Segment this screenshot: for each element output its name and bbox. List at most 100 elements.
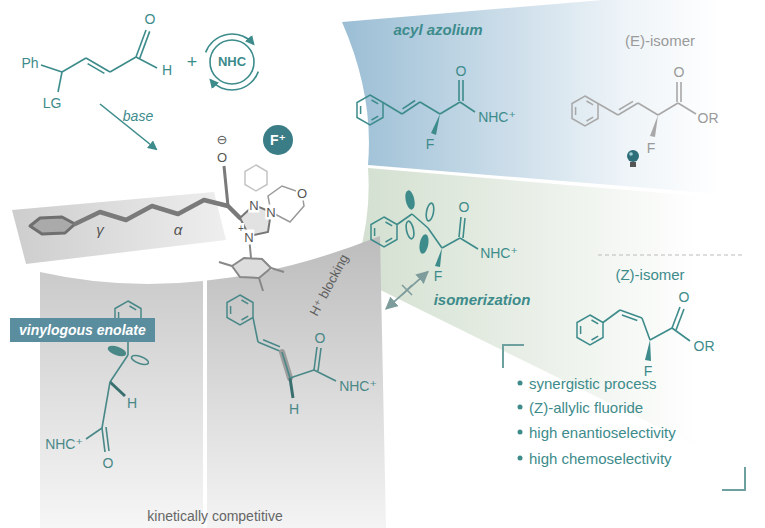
light-icon bbox=[627, 150, 639, 162]
atom-label: H bbox=[127, 396, 137, 410]
e-isomer-structure bbox=[680, 82, 682, 102]
circle-outline bbox=[210, 40, 254, 84]
starting-material bbox=[140, 31, 150, 58]
atom-label: N bbox=[243, 230, 254, 245]
summary-bullets bbox=[518, 456, 523, 461]
summary-bracket bbox=[722, 467, 745, 490]
atom-label: H bbox=[289, 402, 299, 416]
isomer-label: (Z)-isomer bbox=[615, 267, 684, 282]
atom-label: H bbox=[162, 62, 172, 78]
pathway-band: isomerization bbox=[428, 168, 745, 312]
feature-item: high chemoselectivity bbox=[529, 451, 672, 466]
catalyst-cycle-arrows bbox=[206, 34, 259, 90]
enolate-model bbox=[75, 200, 240, 224]
atom-label: N bbox=[265, 206, 276, 219]
enolate-model bbox=[12, 165, 304, 291]
band-fill bbox=[207, 236, 386, 528]
atom-label: O bbox=[674, 65, 685, 79]
reagent-circle: F⁺ bbox=[263, 125, 293, 155]
atom-label: OR bbox=[694, 338, 715, 354]
atom-label: O bbox=[315, 331, 326, 345]
node-text: H⁺ blocking bbox=[308, 252, 353, 319]
atom-label: O bbox=[315, 330, 326, 346]
atom-label: OR bbox=[694, 339, 715, 353]
position-label: γ bbox=[96, 221, 104, 238]
atom-label: Ph bbox=[21, 56, 38, 70]
starting-material bbox=[41, 30, 157, 92]
isomer-label: (E)-isomer bbox=[625, 33, 695, 48]
atom-label: Ph bbox=[21, 55, 38, 71]
atom-label: NHC⁺ bbox=[480, 245, 518, 261]
starting-material bbox=[58, 72, 62, 92]
feature-item: high enantioselectivity bbox=[529, 425, 676, 440]
light-icon bbox=[629, 152, 633, 156]
atom-label: N bbox=[248, 199, 259, 212]
band-fill bbox=[342, 0, 745, 196]
acyl-azolium-structure bbox=[462, 80, 464, 101]
node-text: vinylogous enolate bbox=[19, 322, 146, 338]
blocking-panel: H⁺ blocking bbox=[207, 236, 386, 506]
atom-label: O bbox=[679, 290, 690, 304]
reagent-label: base bbox=[123, 108, 153, 124]
atom-label: O bbox=[145, 12, 156, 26]
atom-label: O bbox=[674, 64, 685, 80]
position-label: α bbox=[174, 222, 183, 237]
feature-item: high chemoselectivity bbox=[529, 450, 672, 467]
reagent-label: base bbox=[123, 109, 153, 123]
atom-label: O bbox=[456, 64, 467, 78]
atom-label: H bbox=[127, 395, 137, 411]
feature-item: synergistic process bbox=[529, 376, 657, 391]
atom-label: O bbox=[103, 456, 114, 470]
atom-label: F bbox=[426, 136, 435, 152]
summary-bullets bbox=[518, 430, 523, 435]
feature-item: synergistic process bbox=[529, 375, 657, 392]
band-fill bbox=[352, 168, 745, 470]
node-text: kinetically competitive bbox=[147, 508, 282, 524]
plus-sign: + bbox=[187, 52, 198, 72]
atom-label: F bbox=[426, 137, 435, 151]
band-fill bbox=[40, 272, 203, 528]
atom-label: NHC⁺ bbox=[45, 437, 83, 451]
circle-fill bbox=[263, 125, 293, 155]
atom-label: O bbox=[459, 200, 470, 214]
starting-material bbox=[62, 58, 86, 72]
atom-label: F bbox=[647, 140, 656, 156]
atom-label: F bbox=[647, 141, 656, 155]
atom-label: H bbox=[289, 401, 299, 417]
atom-label: O bbox=[103, 455, 114, 471]
enolate-model bbox=[224, 166, 228, 206]
atom-label: NHC⁺ bbox=[339, 378, 377, 394]
position-label: α bbox=[174, 221, 183, 238]
catalyst-circle: NHC bbox=[209, 39, 255, 85]
atom-label: N bbox=[248, 198, 259, 213]
isomer-label: (Z)-isomer bbox=[615, 266, 684, 283]
atom-label: OR bbox=[698, 110, 719, 126]
summary-bullets bbox=[518, 405, 523, 410]
atom-label: ⊖ bbox=[216, 132, 229, 147]
node-text: F⁺ bbox=[270, 132, 286, 148]
position-label: γ bbox=[96, 222, 104, 237]
acyl-azolium-structure bbox=[458, 80, 460, 101]
e-isomer-structure bbox=[676, 82, 678, 102]
atom-label: F bbox=[434, 269, 443, 283]
atom-label: O bbox=[296, 187, 308, 200]
atom-label: O bbox=[679, 289, 690, 305]
starting-material bbox=[41, 65, 62, 72]
pathway-band: acyl azolium bbox=[342, 0, 745, 168]
atom-label: N bbox=[243, 231, 254, 244]
enolate-model bbox=[219, 262, 232, 266]
atom-label: LG bbox=[43, 96, 62, 110]
atom-label: H bbox=[162, 63, 172, 77]
atom-label: OR bbox=[698, 111, 719, 125]
isomer-label: (E)-isomer bbox=[625, 32, 695, 49]
atom-label: NHC⁺ bbox=[480, 246, 518, 260]
atom-label: N bbox=[265, 205, 276, 220]
starting-material bbox=[110, 57, 136, 72]
atom-label: O bbox=[216, 150, 228, 165]
starting-material bbox=[88, 64, 105, 74]
node-text: isomerization bbox=[434, 291, 531, 308]
band-shape bbox=[428, 168, 745, 312]
